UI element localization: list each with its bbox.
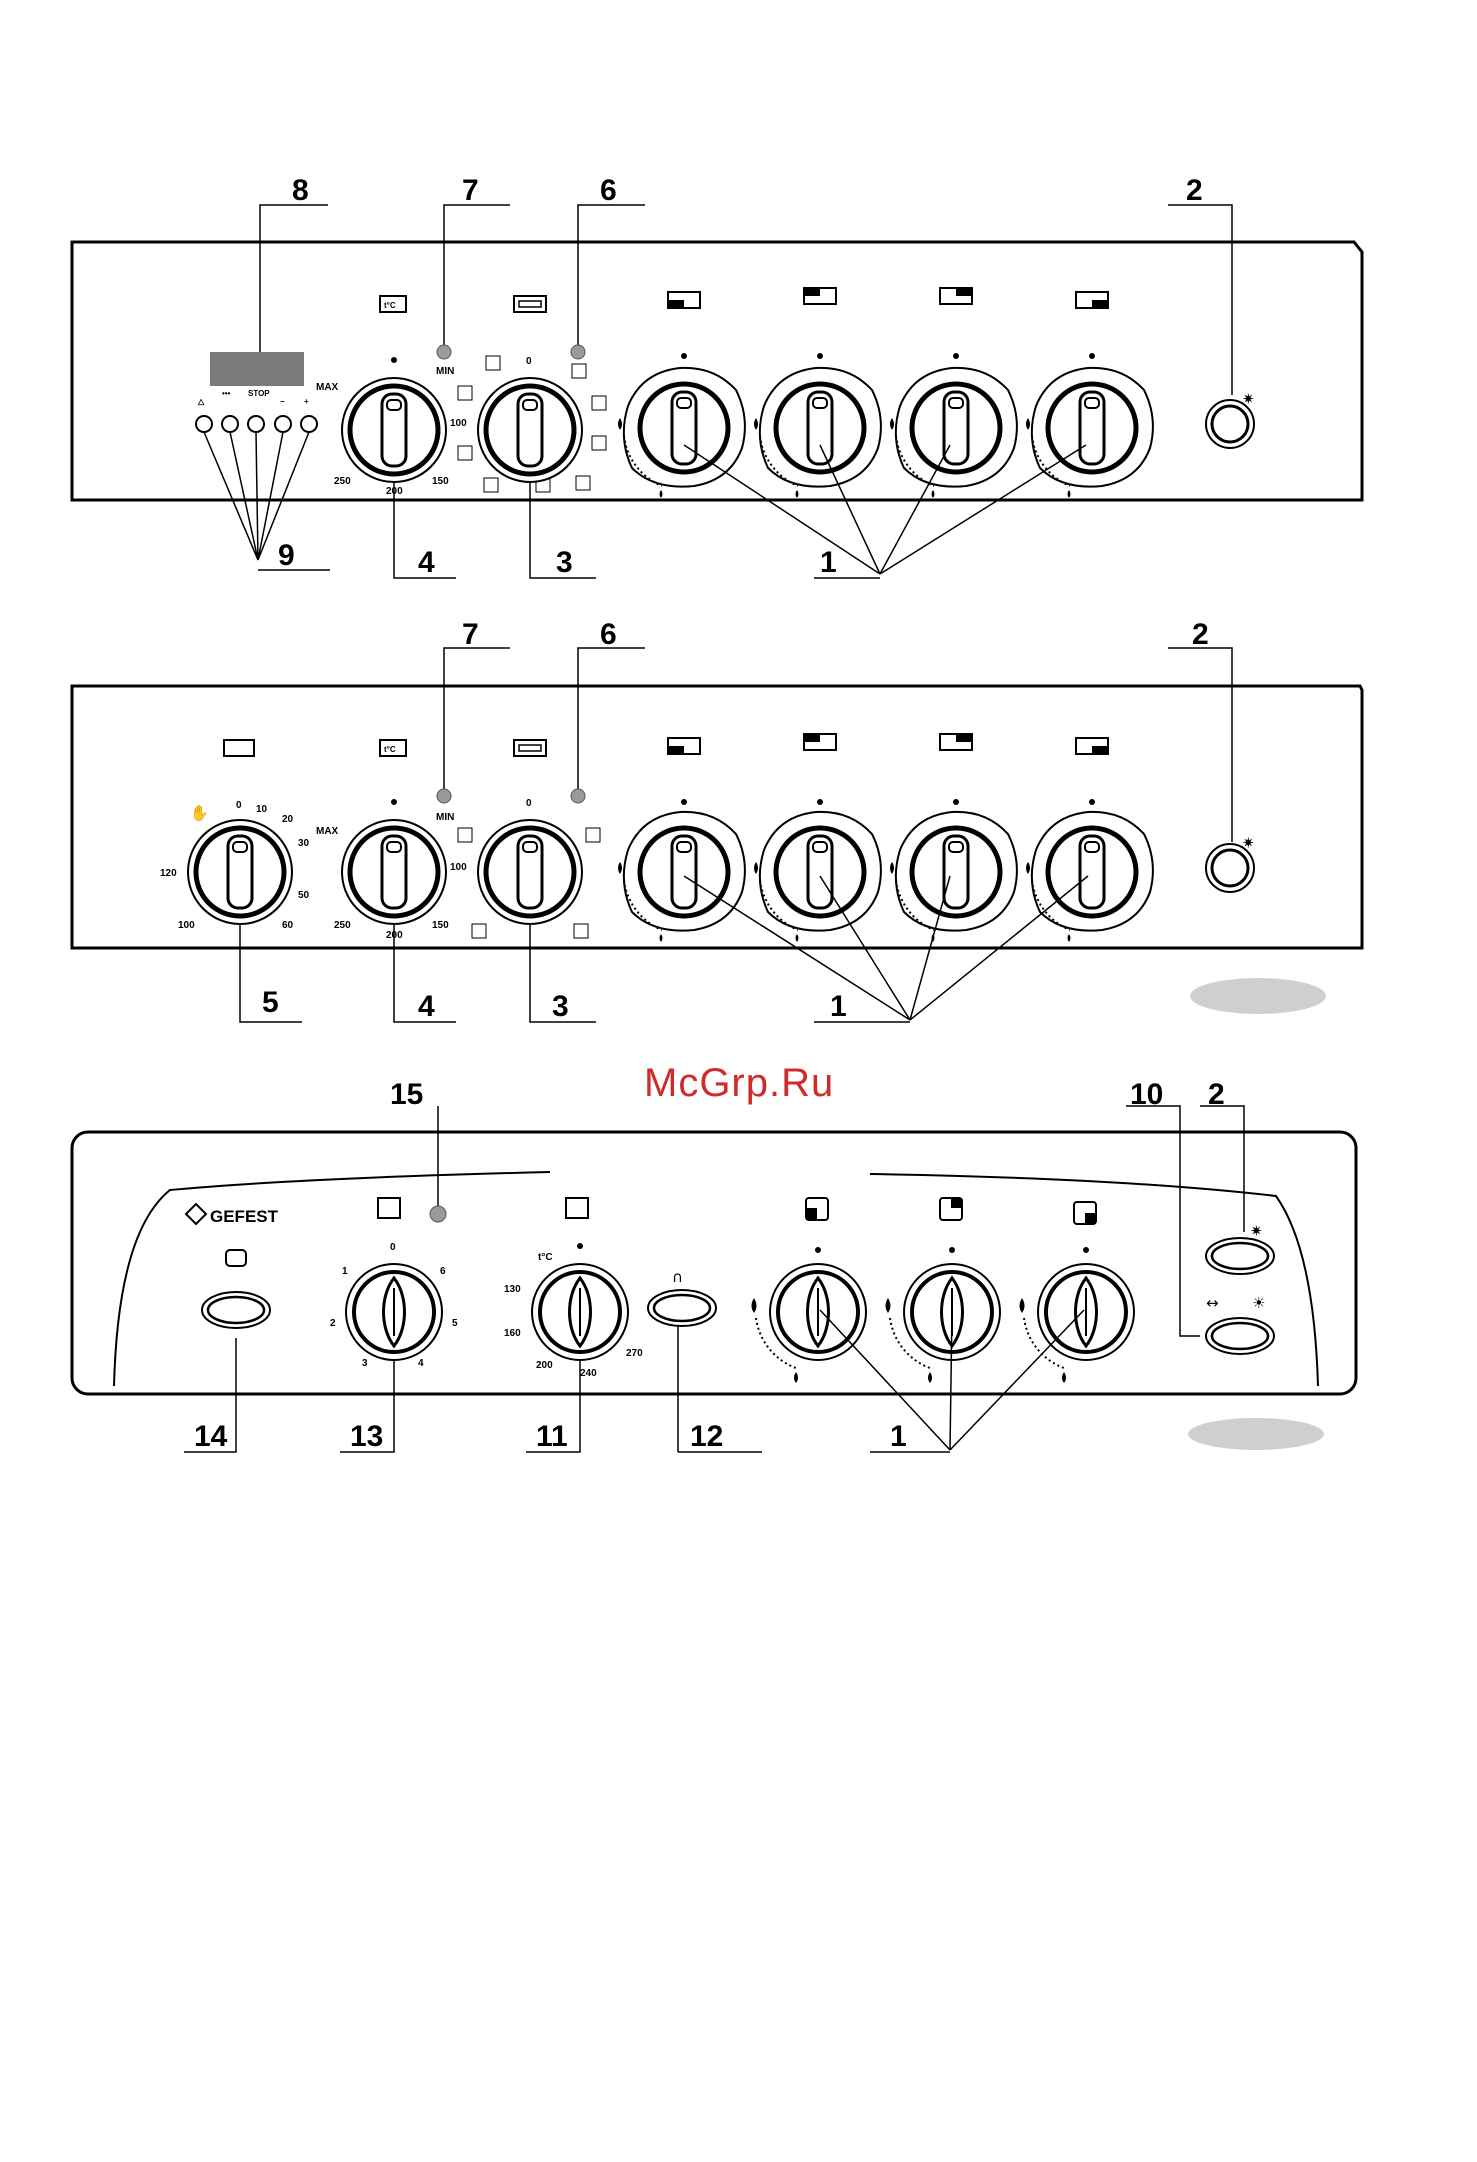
timer-tick-0: 0 xyxy=(390,1242,396,1253)
spark-icon: ✷ xyxy=(1242,390,1255,408)
thermostat-lamp xyxy=(437,345,451,359)
page-marker xyxy=(1188,1418,1324,1450)
callout-9: 9 xyxy=(278,539,295,572)
callout-1: 1 xyxy=(890,1420,907,1453)
callout-2: 2 xyxy=(1208,1078,1225,1111)
brand-name: GEFEST xyxy=(210,1207,279,1226)
temp-symbol: t°C xyxy=(384,745,396,754)
panel-middle: 7 6 2 5 4 3 1 ✋ 0 10 20 30 50 60 100 120… xyxy=(72,618,1362,1023)
timer-tick-4: 4 xyxy=(418,1358,424,1369)
timer-tick-3: 3 xyxy=(362,1358,368,1369)
callout-8: 8 xyxy=(292,174,309,207)
min-label: MIN xyxy=(436,812,454,823)
temp-symbol: t°C xyxy=(384,301,396,310)
thermostat-lamp xyxy=(437,789,451,803)
spark-icon: ✷ xyxy=(1242,834,1255,852)
callout-2: 2 xyxy=(1186,174,1203,207)
callout-4: 4 xyxy=(418,546,435,579)
tick-130: 130 xyxy=(504,1284,521,1295)
panel-bottom: 15 10 2 14 13 11 12 1 GEFEST 0 1 2 3 4 5… xyxy=(72,1078,1356,1453)
timer-lamp xyxy=(430,1206,446,1222)
timer-tick-50: 50 xyxy=(298,890,310,901)
tick-250: 250 xyxy=(334,920,351,931)
plus-label: + xyxy=(304,397,309,406)
tick-100: 100 xyxy=(450,418,467,429)
callout-6: 6 xyxy=(600,174,617,207)
timer-button-stop[interactable] xyxy=(248,416,264,432)
timer-tick-100: 100 xyxy=(178,920,195,931)
timer-tick-2: 2 xyxy=(330,1318,336,1329)
timer-button-plus[interactable] xyxy=(301,416,317,432)
lamp-icon: ☀ xyxy=(1252,1294,1265,1312)
timer-tick-30: 30 xyxy=(298,838,310,849)
callout-6: 6 xyxy=(600,618,617,651)
timer-button-minus[interactable] xyxy=(275,416,291,432)
max-label: MAX xyxy=(316,382,339,393)
callout-1: 1 xyxy=(820,546,837,579)
tick-160: 160 xyxy=(504,1328,521,1339)
timer-tick-1: 1 xyxy=(342,1266,348,1277)
callout-7: 7 xyxy=(462,174,479,207)
tick-250: 250 xyxy=(334,476,351,487)
callout-4: 4 xyxy=(418,990,435,1023)
panel-top: 8 7 6 2 9 4 3 1 △ ••• STOP − + t°C xyxy=(72,174,1362,579)
tick-200: 200 xyxy=(386,930,403,941)
timer-button-duration[interactable] xyxy=(222,416,238,432)
callout-12: 12 xyxy=(690,1420,723,1453)
page-marker xyxy=(1190,978,1326,1014)
selector-zero: 0 xyxy=(526,798,532,809)
callout-10: 10 xyxy=(1130,1078,1163,1111)
timer-tick-5: 5 xyxy=(452,1318,458,1329)
temp-symbol: t°C xyxy=(538,1252,553,1263)
callout-14: 14 xyxy=(194,1420,228,1453)
min-label: MIN xyxy=(436,366,454,377)
duration-label: ••• xyxy=(222,389,231,398)
callout-5: 5 xyxy=(262,986,279,1019)
selector-lamp xyxy=(571,345,585,359)
bell-icon: △ xyxy=(197,397,205,406)
tick-150: 150 xyxy=(432,476,449,487)
callout-13: 13 xyxy=(350,1420,383,1453)
stop-label: STOP xyxy=(248,389,270,398)
minus-label: − xyxy=(280,397,285,406)
callout-2: 2 xyxy=(1192,618,1209,651)
tick-240: 240 xyxy=(580,1368,597,1379)
tick-200: 200 xyxy=(536,1360,553,1371)
timer-tick-120: 120 xyxy=(160,868,177,879)
grill-icon: ∩ xyxy=(672,1268,683,1286)
callout-11: 11 xyxy=(536,1420,568,1453)
tick-200: 200 xyxy=(386,486,403,497)
tick-150: 150 xyxy=(432,920,449,931)
timer-tick-20: 20 xyxy=(282,814,294,825)
timer-tick-10: 10 xyxy=(256,804,268,815)
arrows-icon: ↔ xyxy=(1206,1294,1219,1312)
hand-icon: ✋ xyxy=(190,804,209,822)
selector-lamp xyxy=(571,789,585,803)
timer-tick-6: 6 xyxy=(440,1266,446,1277)
max-label: MAX xyxy=(316,826,339,837)
tick-270: 270 xyxy=(626,1348,643,1359)
callout-1: 1 xyxy=(830,990,847,1023)
callout-3: 3 xyxy=(556,546,573,579)
timer-button-bell[interactable] xyxy=(196,416,212,432)
selector-zero: 0 xyxy=(526,356,532,367)
timer-tick-0: 0 xyxy=(236,800,242,811)
watermark: McGrp.Ru xyxy=(644,1061,834,1105)
callout-7: 7 xyxy=(462,618,479,651)
callout-15: 15 xyxy=(390,1078,423,1111)
timer-tick-60: 60 xyxy=(282,920,294,931)
spark-icon: ✷ xyxy=(1250,1222,1263,1240)
callout-3: 3 xyxy=(552,990,569,1023)
tick-100: 100 xyxy=(450,862,467,873)
timer-display xyxy=(210,352,304,386)
